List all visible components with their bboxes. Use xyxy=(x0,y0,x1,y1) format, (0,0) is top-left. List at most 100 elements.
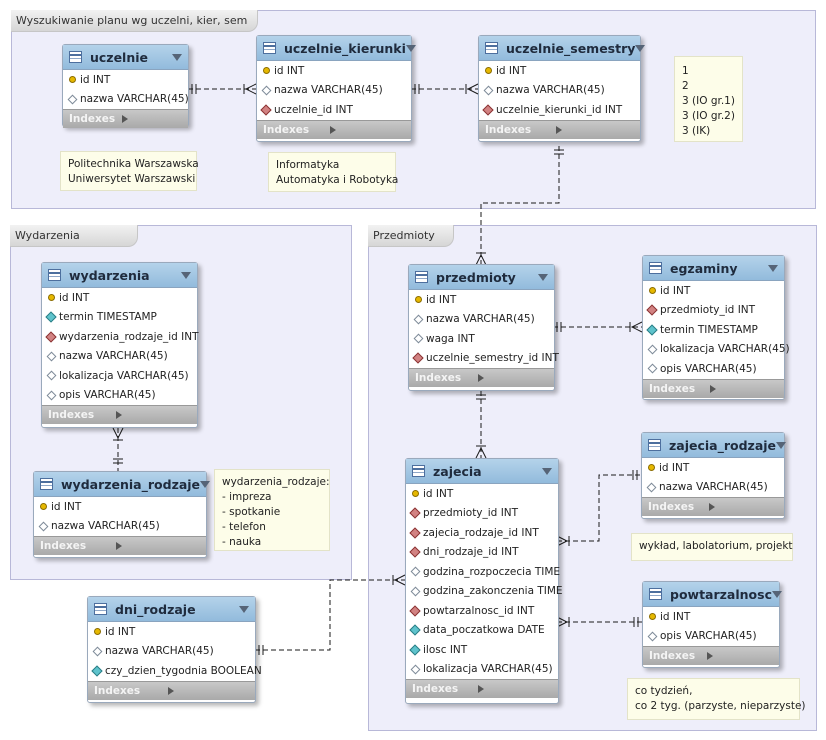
indexes-section[interactable]: Indexes xyxy=(479,119,640,139)
note-zajecia-rodzaje[interactable]: wykład, labolatorium, projekt xyxy=(631,533,793,561)
expand-arrow-icon[interactable] xyxy=(709,384,777,393)
column-row[interactable]: nazwa VARCHAR(45) xyxy=(63,90,189,110)
layer-wydarzenia-title[interactable]: Wydarzenia xyxy=(10,225,138,247)
expand-arrow-icon[interactable] xyxy=(709,503,776,511)
expand-arrow-icon[interactable] xyxy=(121,115,181,123)
column-row[interactable]: id INT xyxy=(409,290,554,310)
column-row[interactable]: godzina_zakonczenia TIME xyxy=(406,582,563,602)
table-header[interactable]: przedmioty xyxy=(409,265,554,290)
column-row[interactable]: przedmioty_id INT xyxy=(643,301,784,321)
table-header[interactable]: zajecia_rodzaje xyxy=(642,433,787,458)
expand-arrow-icon[interactable] xyxy=(555,125,633,134)
expand-arrow-icon[interactable] xyxy=(116,542,198,550)
table-wydarzenia-rodzaje[interactable]: wydarzenia_rodzaje id INT nazwa VARCHAR(… xyxy=(33,471,211,558)
column-row[interactable]: id INT xyxy=(42,288,197,308)
table-header[interactable]: dni_rodzaje xyxy=(88,597,255,622)
table-uczelnie-kierunki[interactable]: uczelnie_kierunki id INT nazwa VARCHAR(4… xyxy=(256,35,416,142)
column-row[interactable]: id INT xyxy=(34,497,206,517)
column-row[interactable]: uczelnie_kierunki_id INT xyxy=(479,100,640,120)
table-wydarzenia[interactable]: wydarzenia id INT termin TIMESTAMP wydar… xyxy=(41,262,198,428)
table-header[interactable]: uczelnie_kierunki xyxy=(257,36,416,61)
column-row[interactable]: opis VARCHAR(45) xyxy=(643,359,784,379)
note-uczelnie[interactable]: Politechnika Warszawska Uniwersytet Wars… xyxy=(60,151,199,191)
column-row[interactable]: ilosc INT xyxy=(406,640,558,660)
column-row[interactable]: zajecia_rodzaje_id INT xyxy=(406,523,558,543)
expand-arrow-icon[interactable] xyxy=(478,685,550,693)
column-row[interactable]: powtarzalnosc_id INT xyxy=(406,601,558,621)
column-row[interactable]: id INT xyxy=(63,70,188,90)
indexes-section[interactable]: Indexes xyxy=(409,368,554,387)
indexes-section[interactable]: Indexes xyxy=(257,119,411,139)
layer-plan-title[interactable]: Wyszukiwanie planu wg uczelni, kier, sem xyxy=(11,10,259,32)
expand-arrow-icon[interactable] xyxy=(330,125,403,134)
collapse-arrow-icon[interactable] xyxy=(635,44,646,52)
indexes-section[interactable]: Indexes xyxy=(42,405,197,424)
column-row[interactable]: opis VARCHAR(45) xyxy=(643,627,779,647)
column-row[interactable]: id INT xyxy=(642,458,784,478)
table-header[interactable]: uczelnie xyxy=(63,45,188,70)
column-row[interactable]: przedmioty_id INT xyxy=(406,504,558,524)
expand-arrow-icon[interactable] xyxy=(477,374,547,382)
table-dni-rodzaje[interactable]: dni_rodzaje id INT nazwa VARCHAR(45) czy… xyxy=(87,596,262,703)
table-zajecia[interactable]: zajecia id INT przedmioty_id INT zajecia… xyxy=(405,458,563,704)
column-row[interactable]: nazwa VARCHAR(45) xyxy=(88,642,255,662)
column-row[interactable]: id INT xyxy=(643,281,784,301)
column-row[interactable]: id INT xyxy=(257,61,411,81)
table-header[interactable]: wydarzenia xyxy=(42,263,197,288)
column-row[interactable]: godzina_rozpoczecia TIME xyxy=(406,562,560,582)
table-uczelnie-semestry[interactable]: uczelnie_semestry id INT nazwa VARCHAR(4… xyxy=(478,35,646,142)
table-header[interactable]: uczelnie_semestry xyxy=(479,36,646,61)
note-kierunki[interactable]: Informatyka Automatyka i Robotyka xyxy=(268,152,398,192)
table-zajecia-rodzaje[interactable]: zajecia_rodzaje id INT nazwa VARCHAR(45)… xyxy=(641,432,787,519)
collapse-arrow-icon[interactable] xyxy=(200,480,211,488)
column-row[interactable]: id INT xyxy=(406,484,558,504)
column-row[interactable]: termin TIMESTAMP xyxy=(643,320,784,340)
column-row[interactable]: nazwa VARCHAR(45) xyxy=(42,347,197,367)
column-row[interactable]: data_poczatkowa DATE xyxy=(406,621,558,641)
column-row[interactable]: nazwa VARCHAR(45) xyxy=(409,310,554,330)
column-row[interactable]: nazwa VARCHAR(45) xyxy=(34,517,206,537)
column-row[interactable]: id INT xyxy=(479,61,640,81)
column-row[interactable]: dni_rodzaje_id INT xyxy=(406,543,558,563)
indexes-section[interactable]: Indexes xyxy=(642,497,784,516)
indexes-section[interactable]: Indexes xyxy=(406,679,558,698)
indexes-section[interactable]: Indexes xyxy=(63,109,188,128)
column-row[interactable]: lokalizacja VARCHAR(45) xyxy=(42,366,197,386)
column-row[interactable]: lokalizacja VARCHAR(45) xyxy=(643,340,790,360)
note-wydarzenia-rodzaje[interactable]: wydarzenia_rodzaje: - impreza - spotkani… xyxy=(214,469,330,551)
column-row[interactable]: id INT xyxy=(88,622,255,642)
table-uczelnie[interactable]: uczelnie id INT nazwa VARCHAR(45) Indexe… xyxy=(62,44,189,128)
table-header[interactable]: egzaminy xyxy=(643,256,784,281)
collapse-arrow-icon[interactable] xyxy=(768,264,778,272)
column-row[interactable]: uczelnie_semestry_id INT xyxy=(409,349,559,369)
table-powtarzalnosc[interactable]: powtarzalnosc id INT opis VARCHAR(45) In… xyxy=(642,581,782,668)
expand-arrow-icon[interactable] xyxy=(167,686,248,695)
column-row[interactable]: termin TIMESTAMP xyxy=(42,308,197,328)
indexes-section[interactable]: Indexes xyxy=(643,646,779,665)
column-row[interactable]: nazwa VARCHAR(45) xyxy=(642,478,784,498)
column-row[interactable]: czy_dzien_tygodnia BOOLEAN xyxy=(88,661,262,681)
indexes-section[interactable]: Indexes xyxy=(643,378,784,398)
column-row[interactable]: lokalizacja VARCHAR(45) xyxy=(406,660,558,680)
collapse-arrow-icon[interactable] xyxy=(542,467,552,475)
collapse-arrow-icon[interactable] xyxy=(772,590,782,598)
column-row[interactable]: opis VARCHAR(45) xyxy=(42,386,197,406)
table-header[interactable]: powtarzalnosc xyxy=(643,582,782,607)
table-przedmioty[interactable]: przedmioty id INT nazwa VARCHAR(45) waga… xyxy=(408,264,559,391)
layer-przedmioty-title[interactable]: Przedmioty xyxy=(368,225,454,247)
collapse-arrow-icon[interactable] xyxy=(239,605,249,613)
indexes-section[interactable]: Indexes xyxy=(34,536,206,555)
table-header[interactable]: wydarzenia_rodzaje xyxy=(34,472,211,497)
expand-arrow-icon[interactable] xyxy=(115,411,190,419)
column-row[interactable]: nazwa VARCHAR(45) xyxy=(257,81,411,101)
column-row[interactable]: wydarzenia_rodzaje_id INT xyxy=(42,327,198,347)
column-row[interactable]: uczelnie_id INT xyxy=(257,100,411,120)
note-powtarzalnosc[interactable]: co tydzień, co 2 tyg. (parzyste, nieparz… xyxy=(627,678,806,720)
expand-arrow-icon[interactable] xyxy=(707,652,771,660)
collapse-arrow-icon[interactable] xyxy=(181,271,191,279)
column-row[interactable]: waga INT xyxy=(409,329,554,349)
collapse-arrow-icon[interactable] xyxy=(405,44,416,52)
collapse-arrow-icon[interactable] xyxy=(172,53,182,61)
collapse-arrow-icon[interactable] xyxy=(538,273,548,281)
column-row[interactable]: id INT xyxy=(643,607,779,627)
